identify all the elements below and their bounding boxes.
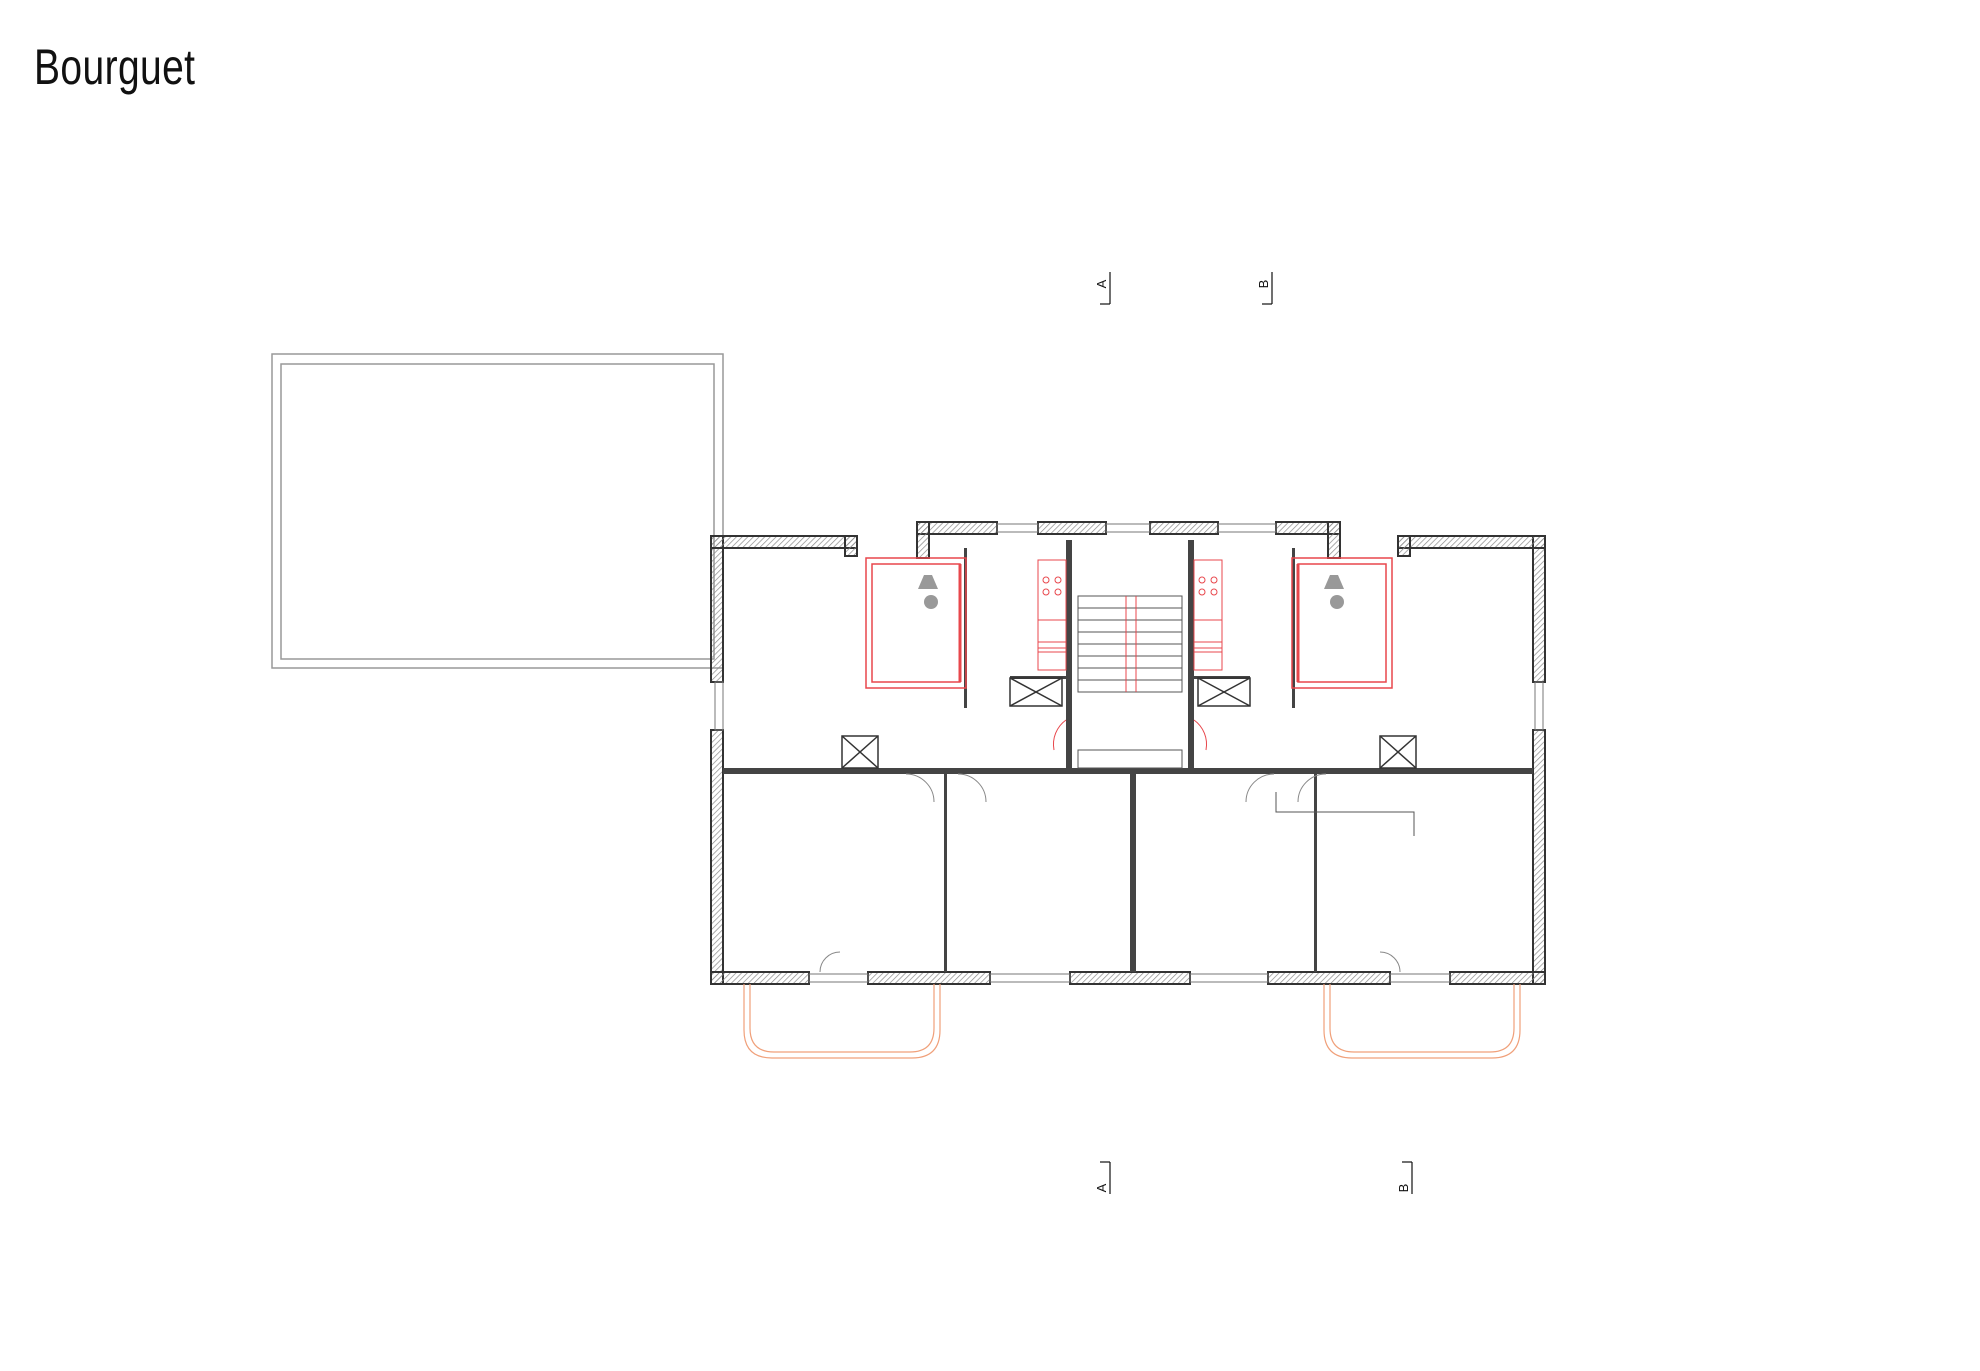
interior-walls (723, 540, 1533, 972)
bathroom-right (1291, 557, 1393, 689)
section-marks: A B A B (1094, 272, 1413, 1194)
bathroom-left (865, 557, 967, 689)
windows (714, 523, 1544, 983)
exterior-walls (710, 521, 1546, 985)
balconies (743, 984, 1521, 1059)
page-title: Bourguet (34, 39, 196, 95)
section-a-top-label: A (1094, 279, 1109, 288)
staircase (1077, 595, 1183, 769)
kitchen-fixtures (1037, 559, 1223, 671)
guide-line (1275, 792, 1415, 836)
section-b-bottom-label: B (1396, 1184, 1411, 1193)
section-b-top-label: B (1256, 280, 1271, 289)
door-swings (819, 719, 1401, 973)
section-a-bottom-label: A (1094, 1183, 1109, 1192)
terrace-outline (271, 353, 724, 669)
closets (841, 677, 1417, 769)
sanitary-fixtures (918, 575, 1344, 609)
